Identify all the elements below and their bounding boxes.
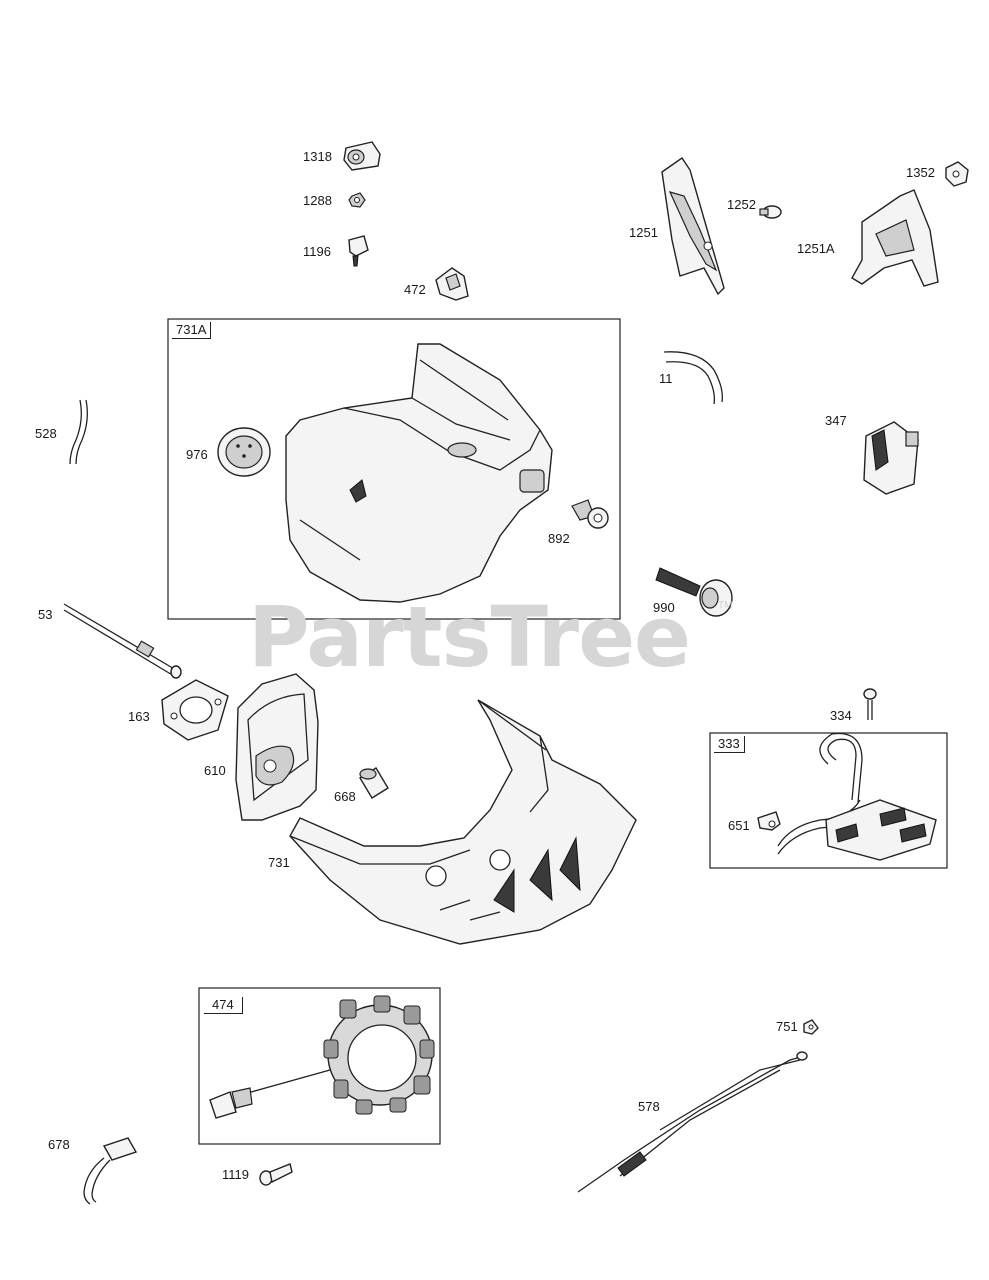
callout-11[interactable]: 11 (659, 371, 673, 386)
watermark-tm: TM (718, 600, 733, 611)
part-976-cap[interactable] (217, 427, 271, 477)
callout-731[interactable]: 731 (268, 855, 290, 870)
callout-668[interactable]: 668 (334, 789, 356, 804)
part-1196-clip[interactable] (348, 235, 369, 267)
callout-53[interactable]: 53 (38, 607, 53, 622)
part-528-tube[interactable] (69, 399, 88, 465)
part-1352-nut[interactable] (945, 161, 969, 187)
callout-610[interactable]: 610 (204, 763, 226, 778)
callout-1119[interactable]: 1119 (222, 1167, 249, 1182)
part-334-screw[interactable] (863, 688, 877, 720)
callout-892[interactable]: 892 (548, 531, 570, 546)
part-333-module[interactable] (777, 732, 937, 861)
callout-1251[interactable]: 1251 (629, 225, 658, 240)
part-892-grommet[interactable] (571, 499, 609, 529)
callout-347[interactable]: 347 (825, 413, 847, 428)
part-678-harness[interactable] (83, 1137, 138, 1205)
callout-1196[interactable]: 1196 (303, 244, 331, 259)
watermark: PartsTree (248, 588, 691, 686)
part-11-hose[interactable] (663, 351, 723, 405)
part-1251-bracket[interactable] (661, 157, 725, 296)
part-1252-bolt[interactable] (759, 205, 782, 219)
part-53-rod[interactable] (63, 603, 182, 679)
callout-1288[interactable]: 1288 (303, 193, 332, 208)
box-label-333[interactable]: 333 (714, 736, 745, 753)
part-578-cable[interactable] (577, 1051, 808, 1193)
callout-578[interactable]: 578 (638, 1099, 660, 1114)
box-474 (198, 987, 441, 1145)
box-731A (167, 318, 621, 620)
part-1251A-bracket[interactable] (851, 189, 939, 287)
callout-1318[interactable]: 1318 (303, 149, 332, 164)
part-731-shroud[interactable] (289, 699, 637, 945)
callout-976[interactable]: 976 (186, 447, 208, 462)
callout-990[interactable]: 990 (653, 600, 675, 615)
callout-678[interactable]: 678 (48, 1137, 70, 1152)
part-163-gasket[interactable] (161, 679, 229, 741)
part-731A-housing[interactable] (285, 343, 553, 603)
callout-472[interactable]: 472 (404, 282, 426, 297)
part-1119-screw[interactable] (259, 1163, 293, 1186)
box-label-731A[interactable]: 731A (172, 322, 212, 339)
part-347-switch[interactable] (863, 421, 919, 495)
callout-1252[interactable]: 1252 (727, 197, 756, 212)
callout-751[interactable]: 751 (776, 1019, 798, 1034)
box-333 (709, 732, 948, 869)
part-751-nut[interactable] (803, 1019, 819, 1035)
callout-528[interactable]: 528 (35, 426, 57, 441)
part-651-clip[interactable] (757, 811, 781, 831)
callout-334[interactable]: 334 (830, 708, 852, 723)
part-1318-nut[interactable] (343, 141, 381, 171)
part-1288-nut[interactable] (348, 192, 366, 208)
callout-1352[interactable]: 1352 (906, 165, 935, 180)
callout-1251A[interactable]: 1251A (797, 241, 835, 256)
part-668-spacer[interactable] (359, 767, 389, 799)
part-610-cover[interactable] (235, 673, 319, 821)
callout-163[interactable]: 163 (128, 709, 150, 724)
box-label-474[interactable]: 474 (204, 997, 243, 1014)
callout-651[interactable]: 651 (728, 818, 750, 833)
part-990-knob[interactable] (655, 567, 733, 617)
part-474-stator[interactable] (209, 995, 435, 1119)
part-472-clip[interactable] (435, 267, 469, 301)
